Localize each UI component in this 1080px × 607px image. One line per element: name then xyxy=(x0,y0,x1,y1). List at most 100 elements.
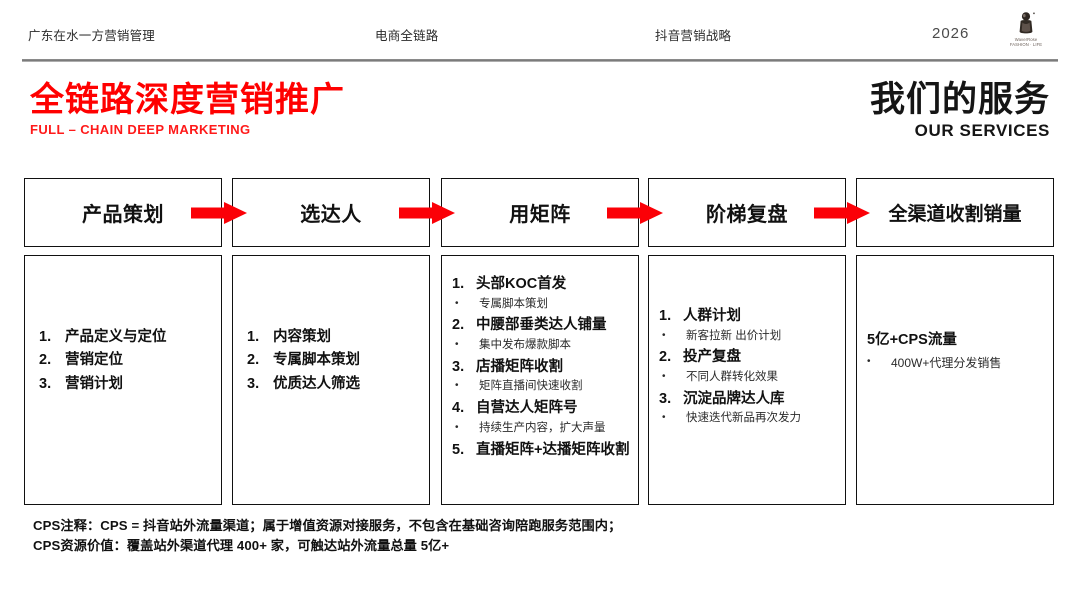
list-item-number: 1. xyxy=(659,308,672,324)
list-item-label: 自营达人矩阵号 xyxy=(476,400,578,417)
list-item-number: 3. xyxy=(659,390,672,407)
list-item-label: 内容策划 xyxy=(273,329,331,345)
list-item-number: 2. xyxy=(39,352,52,369)
flow-step-header[interactable]: 全渠道收割销量 xyxy=(856,178,1054,247)
list-item-sublabel: 专属脚本策划 xyxy=(479,297,548,310)
section-title-right: 我们的服务 OUR SERVICES xyxy=(869,80,1050,141)
list-item-sublabel: 集中发布爆款脚本 xyxy=(479,338,571,351)
list-item: 3. 沉淀品牌达人库 • 快速迭代新品再次发力 xyxy=(659,389,837,428)
footnote-cps-value: CPS资源价值：覆盖站外渠道代理 400+ 家，可触达站外流量总量 5亿+ xyxy=(33,538,450,554)
flow-column-product-planning: 产品策划 1. 产品定义与定位 2. 营销定位 3. 营销计划 xyxy=(24,178,222,505)
bullet-dot-icon: • xyxy=(662,412,666,424)
list-item: 3.店播矩阵收割 •矩阵直播间快速收割 xyxy=(452,357,630,396)
list-item-number: 4. xyxy=(452,400,465,417)
traffic-subline: • 400W+代理分发销售 xyxy=(867,354,1045,372)
flow-step-header-label: 阶梯复盘 xyxy=(706,204,788,226)
top-header-bar: 广东在水一方营销管理 电商全链路 抖音营销战略 2026 WaverRose F… xyxy=(0,0,1080,52)
section-title-en: OUR SERVICES xyxy=(914,120,1050,140)
flow-step-body: 1. 产品定义与定位 2. 营销定位 3. 营销计划 xyxy=(24,255,222,505)
flow-column-omnichannel-sales: 全渠道收割销量 5亿+CPS流量 • 400W+代理分发销售 xyxy=(856,178,1054,505)
header-topic-strategy: 抖音营销战略 xyxy=(655,29,732,43)
list-item: 3. 优质达人筛选 xyxy=(247,373,360,396)
list-item-number: 1. xyxy=(247,329,260,345)
list-item-number: 2. xyxy=(452,317,465,334)
list-item-number: 2. xyxy=(247,352,260,369)
list-item-number: 3. xyxy=(247,375,260,392)
traffic-summary-block: 5亿+CPS流量 • 400W+代理分发销售 xyxy=(867,266,1045,372)
flow-step-header[interactable]: 产品策划 xyxy=(24,178,222,247)
flow-step-header-label: 选达人 xyxy=(300,204,362,226)
bullet-dot-icon: • xyxy=(662,370,666,382)
list-item: 1. 头部KOC首发 • 专属脚本策划 xyxy=(452,274,630,313)
footnote-cps-definition: CPS注释：CPS = 抖音站外流量渠道；属于增值资源对接服务，不包含在基础咨询… xyxy=(33,518,622,533)
bullet-dot-icon: • xyxy=(455,338,459,350)
list-item-sublabel: 新客拉新 出价计划 xyxy=(686,329,782,342)
brand-logo: WaverRose FASHION · LIFE xyxy=(1000,12,1052,50)
list-item: 4. 自营达人矩阵号 • 持续生产内容，扩大声量 xyxy=(452,398,630,437)
flow-step-header[interactable]: 选达人 xyxy=(232,178,430,247)
right-arrow-icon xyxy=(191,202,247,224)
bullet-dot-icon: • xyxy=(867,355,871,367)
page-title-left: 全链路深度营销推广 FULL – CHAIN DEEP MARKETING xyxy=(30,81,345,137)
list-item-sublabel: 持续生产内容，扩大声量 xyxy=(479,421,606,434)
statue-logo-icon xyxy=(1019,12,1035,34)
list-item: 1. 人群计划 • 新客拉新 出价计划 xyxy=(659,306,837,345)
flow-column-review: 阶梯复盘 1. 人群计划 • 新客拉新 出价计划 2. 投产复盘 • 不同人群转化效果 … xyxy=(648,178,846,505)
page-title-en: FULL – CHAIN DEEP MARKETING xyxy=(30,121,251,137)
list-item: 2. 投产复盘 • 不同人群转化效果 xyxy=(659,347,837,386)
list-item-label: 产品定义与定位 xyxy=(65,329,167,345)
list-item-sublabel: 矩阵直播间快速收割 xyxy=(479,380,583,393)
numbered-list: 1. 内容策划 2. 专属脚本策划 3. 优质达人筛选 xyxy=(247,326,360,396)
numbered-detail-list: 1. 人群计划 • 新客拉新 出价计划 2. 投产复盘 • 不同人群转化效果 3. 沉淀品… xyxy=(659,266,837,428)
flow-step-body: 1.头部KOC首发 •专属脚本策划 2.中腰部垂类达人铺量 •集中发布爆款脚本 … xyxy=(441,255,639,505)
logo-text-primary: WaverRose xyxy=(1014,37,1038,42)
list-item: 2. 营销定位 xyxy=(39,349,167,372)
flow-column-matrix: 用矩阵 1. 头部KOC首发 • 专属脚本策划 2. 中腰部垂类达人铺量 • 集中发布爆… xyxy=(441,178,639,505)
bullet-dot-icon: • xyxy=(662,329,666,341)
footnotes: CPS注释：CPS = 抖音站外流量渠道；属于增值资源对接服务，不包含在基础咨询… xyxy=(33,516,621,557)
list-item: 2. 中腰部垂类达人铺量 • 集中发布爆款脚本 xyxy=(452,315,630,354)
logo-text-secondary: FASHION · LIFE xyxy=(1009,42,1043,48)
flow-step-header-label: 用矩阵 xyxy=(509,204,571,226)
flow-step-header[interactable]: 用矩阵 xyxy=(441,178,639,247)
header-divider-rule xyxy=(22,59,1058,62)
flow-step-header-label: 产品策划 xyxy=(82,204,164,226)
flow-column-select-influencer: 选达人 1. 内容策划 2. 专属脚本策划 3. 优质达人筛选 xyxy=(232,178,430,505)
list-item-number: 1. xyxy=(452,276,465,292)
page-title-cn: 全链路深度营销推广 xyxy=(30,81,345,119)
header-company-name: 广东在水一方营销管理 xyxy=(28,29,156,43)
numbered-detail-list: 1.头部KOC首发 •专属脚本策划 2.中腰部垂类达人铺量 •集中发布爆款脚本 … xyxy=(452,266,630,460)
flow-step-body: 1. 内容策划 2. 专属脚本策划 3. 优质达人筛选 xyxy=(232,255,430,505)
list-item-number: 3. xyxy=(39,375,52,392)
list-item-label: 营销计划 xyxy=(65,375,123,392)
list-item-sublabel: 不同人群转化效果 xyxy=(686,370,778,383)
list-item: 3. 营销计划 xyxy=(39,373,167,396)
list-item-number: 5. xyxy=(452,441,465,458)
list-item-label: 中腰部垂类达人铺量 xyxy=(476,317,607,334)
right-arrow-icon xyxy=(399,202,455,224)
right-arrow-icon xyxy=(607,202,663,224)
list-item-label: 沉淀品牌达人库 xyxy=(683,390,785,407)
list-item-number: 1. xyxy=(39,329,52,345)
bullet-dot-icon: • xyxy=(455,421,459,433)
list-item-label: 头部KOC首发 xyxy=(476,276,567,292)
bullet-dot-icon: • xyxy=(455,380,459,392)
traffic-headline: 5亿+CPS流量 xyxy=(867,332,957,348)
bullet-dot-icon: • xyxy=(455,297,459,309)
list-item-number: 2. xyxy=(659,349,672,366)
list-item-label: 直播矩阵+达播矩阵收割 xyxy=(476,441,630,458)
header-topic-ecommerce: 电商全链路 xyxy=(375,29,439,43)
list-item-sublabel: 快速迭代新品再次发力 xyxy=(686,412,801,425)
list-item-label: 专属脚本策划 xyxy=(273,352,360,369)
list-item-label: 营销定位 xyxy=(65,352,123,369)
list-item: 2. 专属脚本策划 xyxy=(247,349,360,372)
flow-step-body: 1. 人群计划 • 新客拉新 出价计划 2. 投产复盘 • 不同人群转化效果 3. 沉淀品… xyxy=(648,255,846,505)
header-year: 2026 xyxy=(932,25,970,42)
traffic-subline-label: 400W+代理分发销售 xyxy=(891,355,1002,370)
list-item-label: 投产复盘 xyxy=(683,349,741,366)
list-item-label: 人群计划 xyxy=(683,308,741,324)
process-flow-grid: 产品策划 1. 产品定义与定位 2. 营销定位 3. 营销计划 选达人 xyxy=(0,178,1080,508)
right-arrow-icon xyxy=(814,202,870,224)
list-item-label: 优质达人筛选 xyxy=(273,375,360,392)
section-title-cn: 我们的服务 xyxy=(869,80,1050,119)
